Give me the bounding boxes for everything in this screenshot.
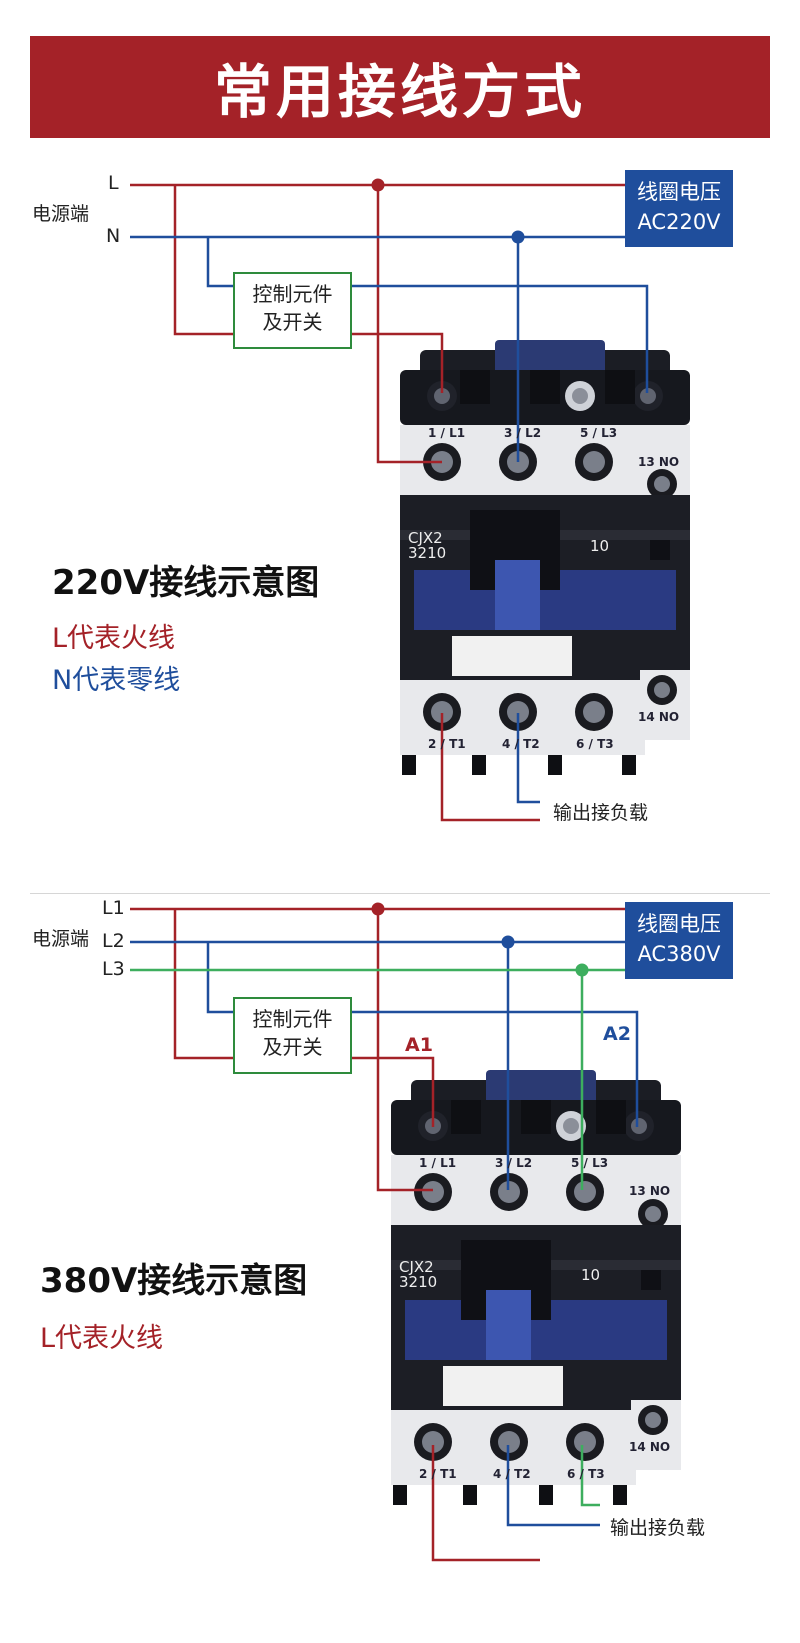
- diagram-title-380v: 380V接线示意图: [40, 1261, 308, 1301]
- coil-voltage-box: 线圈电压 AC220V: [625, 170, 733, 247]
- terminal-a2-label: A2: [603, 1023, 631, 1045]
- page-title: 常用接线方式: [213, 58, 586, 126]
- legend-neutral: N代表零线: [52, 665, 181, 696]
- legend-live: L代表火线: [52, 623, 176, 654]
- line-label-l2: L2: [102, 930, 125, 952]
- control-label-1: 控制元件: [252, 1007, 333, 1031]
- coil-label: 线圈电压: [637, 912, 721, 936]
- diagram-title-220v: 220V接线示意图: [52, 563, 320, 603]
- terminal-l3: 5 / L3: [580, 426, 618, 440]
- terminal-t1: 2 / T1: [419, 1467, 457, 1481]
- model-line2: 3210: [408, 544, 447, 562]
- terminal-l1: 1 / L1: [428, 426, 466, 440]
- line-label-l3: L3: [102, 958, 125, 980]
- junction-dot: [575, 963, 589, 977]
- terminal-14no: 14 NO: [638, 710, 680, 724]
- control-element-box: 控制元件 及开关: [233, 997, 352, 1074]
- model-line2: 3210: [399, 1273, 438, 1291]
- model-line1: CJX2: [408, 529, 443, 547]
- power-source-label: 电源端: [32, 928, 90, 950]
- power-source-label: 电源端: [32, 203, 90, 225]
- title-banner: 常用接线方式: [30, 36, 770, 138]
- terminal-14no: 14 NO: [629, 1440, 671, 1454]
- line-label-l: L: [108, 172, 119, 194]
- junction-dot: [371, 178, 385, 192]
- line-label-l1: L1: [102, 897, 125, 919]
- terminal-13no: 13 NO: [629, 1184, 671, 1198]
- control-label-2: 及开关: [262, 1035, 323, 1059]
- terminal-l1: 1 / L1: [419, 1156, 457, 1170]
- line-label-n: N: [106, 225, 121, 247]
- control-label-2: 及开关: [262, 310, 323, 334]
- coil-label: 线圈电压: [637, 180, 721, 204]
- aux-code: 10: [581, 1266, 601, 1284]
- coil-voltage-box: 线圈电压 AC380V: [625, 902, 733, 979]
- terminal-t3: 6 / T3: [567, 1467, 605, 1481]
- wire-l3-380v: [130, 968, 625, 1507]
- control-label-1: 控制元件: [252, 282, 333, 306]
- terminal-a1-label: A1: [405, 1034, 433, 1056]
- terminal-l2: 3 / L2: [504, 426, 542, 440]
- junction-dot: [501, 935, 515, 949]
- terminal-t2: 4 / T2: [493, 1467, 531, 1481]
- section-divider: [30, 893, 770, 894]
- coil-voltage: AC220V: [637, 210, 721, 234]
- wire-l2-380v: [130, 940, 639, 1527]
- terminal-t3: 6 / T3: [576, 737, 614, 751]
- control-element-box: 控制元件 及开关: [233, 272, 352, 349]
- junction-dot: [511, 230, 525, 244]
- output-load-label: 输出接负载: [553, 802, 649, 824]
- junction-dot: [371, 902, 385, 916]
- terminal-13no: 13 NO: [638, 455, 680, 469]
- terminal-t1: 2 / T1: [428, 737, 466, 751]
- output-load-label: 输出接负载: [610, 1517, 706, 1539]
- terminal-l2: 3 / L2: [495, 1156, 533, 1170]
- model-line1: CJX2: [399, 1258, 434, 1276]
- terminal-t2: 4 / T2: [502, 737, 540, 751]
- terminal-l3: 5 / L3: [571, 1156, 609, 1170]
- legend-live: L代表火线: [40, 1323, 164, 1354]
- wire-neutral-220v: [130, 235, 649, 804]
- coil-voltage: AC380V: [637, 942, 721, 966]
- aux-code: 10: [590, 537, 610, 555]
- wire-l1-380v: [130, 907, 625, 1562]
